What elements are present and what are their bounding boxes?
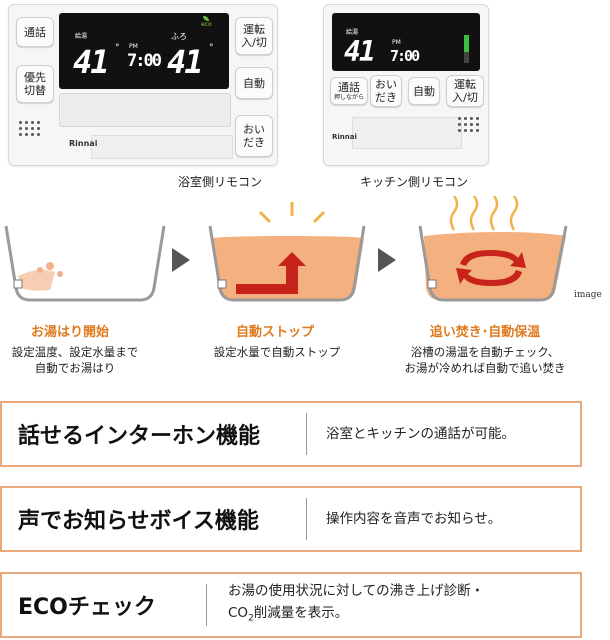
priority-switch-button[interactable]: 優先 切替 — [16, 65, 54, 103]
kitchen-talk-button[interactable]: 通話 押しながら — [330, 77, 368, 105]
step2-title: 自動ストップ — [235, 325, 314, 340]
front-cover — [59, 93, 231, 127]
next-arrow-icon-2 — [378, 248, 396, 272]
auto-button[interactable]: 自動 — [235, 67, 273, 99]
tub-step2 — [208, 202, 366, 302]
operation-toggle-button[interactable]: 運転 入/切 — [235, 17, 273, 55]
step1-desc: 設定温度、設定水量まで 自動でお湯はり — [11, 345, 139, 375]
inlet-box-2 — [217, 279, 227, 289]
tub-step1 — [4, 225, 166, 302]
bath-degree: ° — [209, 43, 214, 53]
hot-water-label: 給湯 — [75, 33, 88, 40]
eco-leaf-icon — [203, 16, 209, 21]
feature-eco-desc-line1: お湯の使用状況に対しての沸き上げ診断・ — [228, 583, 485, 600]
divider — [206, 584, 207, 626]
bath-remote-caption: 浴室側リモコン — [178, 175, 263, 189]
step3-title: 追い焚き･自動保温 — [429, 325, 541, 340]
co2-text: CO — [228, 605, 249, 622]
bath-remote: 通話 優先 切替 給湯 eco 41 ° PM 7:00 ふろ 41 ° Rin… — [8, 4, 278, 166]
bath-label: ふろ — [171, 32, 187, 41]
reduction-text: 削減量を表示。 — [253, 605, 349, 622]
feature-eco-desc: お湯の使用状況に対しての沸き上げ診断・ CO2削減量を表示。 — [228, 574, 484, 636]
kitchen-time-prefix: PM — [392, 39, 401, 46]
kitchen-speaker-grille — [458, 117, 479, 132]
feature-eco: ECOチェック お湯の使用状況に対しての沸き上げ診断・ CO2削減量を表示。 — [0, 572, 582, 638]
inlet-box-3 — [427, 279, 437, 289]
kitchen-remote: 給湯 41 PM 7:00 通話 押しながら おい だき 自動 運転 入/切 R… — [323, 4, 489, 166]
stop-arrow-icon — [236, 252, 306, 294]
eco-label: eco — [201, 21, 212, 28]
step1-title: お湯はり開始 — [30, 325, 109, 340]
feature-intercom: 話せるインターホン機能 浴室とキッチンの通話が可能。 — [0, 401, 582, 467]
hot-water-degree: ° — [115, 43, 120, 53]
brand-logo: Rinnai — [69, 139, 98, 148]
feature-eco-title: ECOチェック — [18, 595, 156, 620]
feature-intercom-desc: 浴室とキッチンの通話が可能。 — [326, 426, 515, 442]
kitchen-hot-water-label: 給湯 — [346, 29, 359, 36]
kitchen-talk-label: 通話 — [338, 81, 360, 94]
next-arrow-icon — [172, 248, 190, 272]
kitchen-remote-caption: キッチン側リモコン — [360, 175, 469, 189]
steps-illustration — [4, 196, 568, 302]
image-label: image — [574, 290, 602, 300]
display-screen: 給湯 eco 41 ° PM 7:00 ふろ 41 ° — [59, 13, 229, 89]
reheat-button[interactable]: おい だき — [235, 115, 273, 157]
time-prefix: PM — [129, 43, 138, 50]
kitchen-hot-water-temp: 41 — [344, 35, 376, 68]
feature-eco-desc-line2: CO2削減量を表示。 — [228, 602, 348, 630]
kitchen-reheat-button[interactable]: おい だき — [370, 75, 402, 107]
step3-desc: 浴槽の湯温を自動チェック、 お湯が冷めれば自動で追い焚き — [404, 345, 566, 375]
kitchen-auto-button[interactable]: 自動 — [408, 77, 440, 105]
water-splash — [18, 269, 55, 291]
divider — [306, 498, 307, 540]
inlet-box — [13, 279, 23, 289]
kitchen-operation-toggle-button[interactable]: 運転 入/切 — [446, 75, 484, 107]
kitchen-talk-sublabel: 押しながら — [333, 94, 364, 101]
tub-step3 — [418, 196, 568, 302]
speaker-grille — [19, 121, 40, 136]
kitchen-brand-logo: Rinnai — [332, 133, 357, 141]
kitchen-clock-time: 7:00 — [390, 47, 420, 65]
steam-icon — [449, 196, 519, 231]
label-sticker — [91, 135, 233, 159]
kitchen-label-sticker — [352, 117, 462, 149]
feature-voice-desc: 操作内容を音声でお知らせ。 — [326, 511, 502, 527]
feature-voice: 声でお知らせボイス機能 操作内容を音声でお知らせ。 — [0, 486, 582, 552]
clock-time: 7:00 — [127, 51, 162, 71]
divider — [306, 413, 307, 455]
feature-voice-title: 声でお知らせボイス機能 — [18, 509, 259, 534]
kitchen-display-screen: 給湯 41 PM 7:00 — [332, 13, 480, 71]
hot-water-temp: 41 — [73, 43, 110, 81]
co2-subscript: 2 — [248, 613, 254, 624]
feature-intercom-title: 話せるインターホン機能 — [18, 424, 261, 449]
step2-desc: 設定水量で自動ストップ — [213, 345, 341, 359]
talk-button[interactable]: 通話 — [16, 17, 54, 47]
kitchen-level-indicator — [464, 35, 469, 63]
bath-temp: 41 — [167, 43, 204, 81]
